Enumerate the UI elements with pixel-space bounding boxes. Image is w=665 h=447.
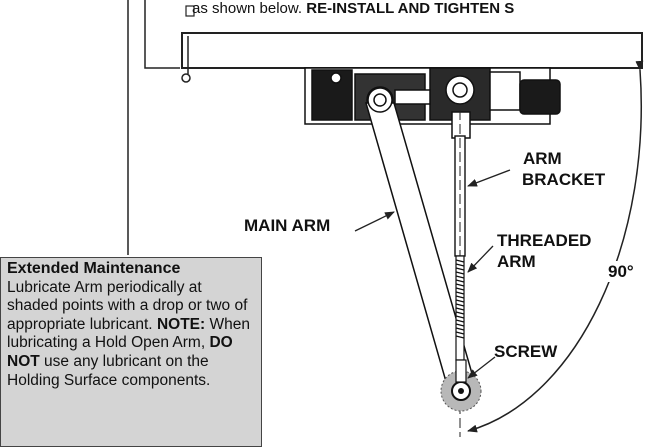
closer-body (304, 67, 561, 139)
arm-bracket-label: ARM BRACKET (522, 148, 605, 190)
angle-label: 90° (608, 261, 634, 282)
arm-bracket-label-line1: ARM (523, 149, 562, 168)
maintenance-do-not: DO NOT (7, 334, 233, 370)
maintenance-text1: Lubricate Arm periodically at shaded poi… (7, 278, 248, 333)
threaded-arm-label-line2: ARM (497, 252, 536, 271)
arm-bracket-label-line2: BRACKET (522, 170, 606, 189)
maintenance-text2: When lubricating a Hold Open Arm, (7, 315, 250, 352)
leader-lines (354, 169, 511, 379)
instruction-plain: as shown below. (192, 0, 303, 17)
threaded-arm-label: THREADED ARM (497, 230, 591, 272)
instruction-bold: RE-INSTALL AND TIGHTEN S (306, 0, 515, 17)
angle-arc (467, 60, 644, 433)
instruction-text: as shown below. RE-INSTALL AND TIGHTEN S (192, 0, 514, 17)
callout-box-marker (185, 5, 195, 17)
main-arm-label: MAIN ARM (244, 216, 331, 235)
maintenance-note-label: NOTE: (156, 315, 206, 333)
threaded-arm-label-line1: THREADED (497, 231, 592, 250)
maintenance-text3: use any lubricant on the Holding Surface… (7, 352, 211, 389)
screw-label: SCREW (494, 342, 558, 361)
threaded-arm (455, 255, 465, 361)
hanger-ring-icon (181, 36, 191, 83)
extended-maintenance-box: Extended Maintenance Lubricate Arm perio… (0, 257, 262, 447)
door-closer-diagram (127, 0, 644, 437)
maintenance-text: Lubricate Arm periodically at shaded poi… (7, 279, 255, 391)
maintenance-title: Extended Maintenance (7, 260, 181, 277)
frame-header-plate (181, 32, 643, 69)
